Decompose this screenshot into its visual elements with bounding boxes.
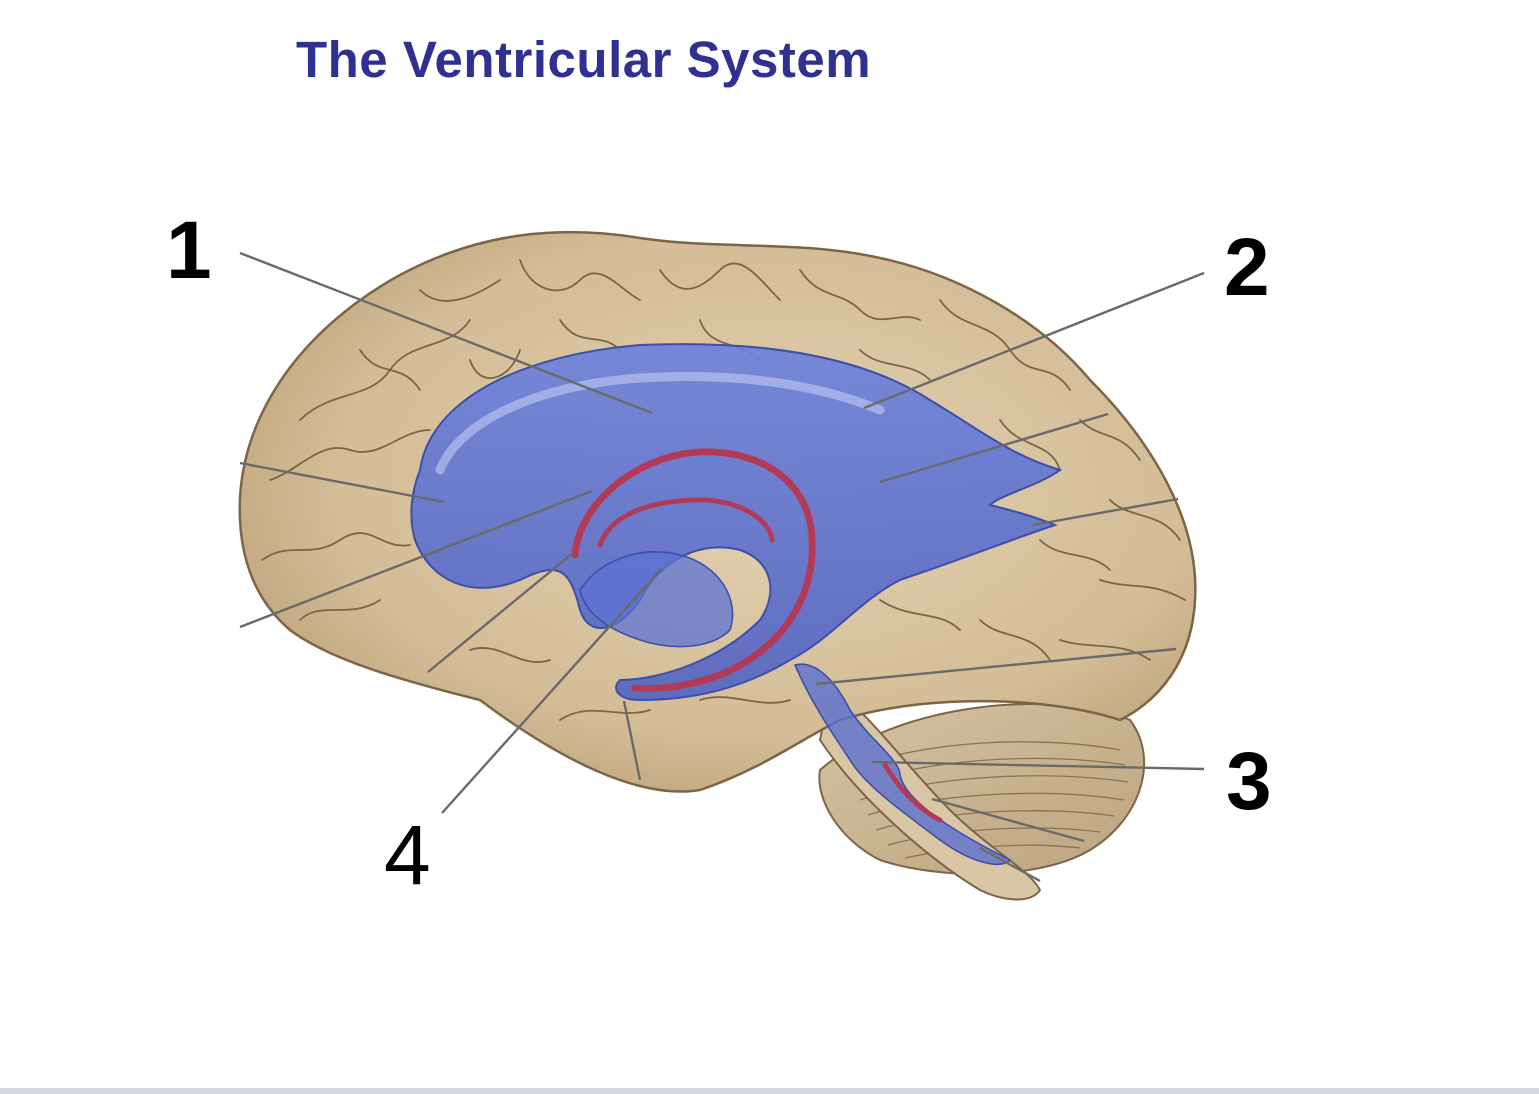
cortical-sulci [261, 259, 1186, 721]
ventricles [410, 343, 1063, 866]
fourth-ventricle [793, 663, 1012, 866]
leader-lines [239, 251, 1205, 883]
label-3: 3 [1226, 736, 1272, 827]
label-2: 2 [1224, 222, 1270, 313]
cerebellum [818, 703, 1145, 875]
slide-title: The Ventricular System [296, 31, 872, 88]
bottom-divider [0, 1088, 1539, 1094]
label-1: 1 [166, 205, 212, 296]
choroid-plexus [571, 448, 943, 823]
lateral-ventricle [410, 343, 1063, 702]
label-4: 4 [384, 808, 431, 902]
third-ventricle [579, 551, 734, 648]
